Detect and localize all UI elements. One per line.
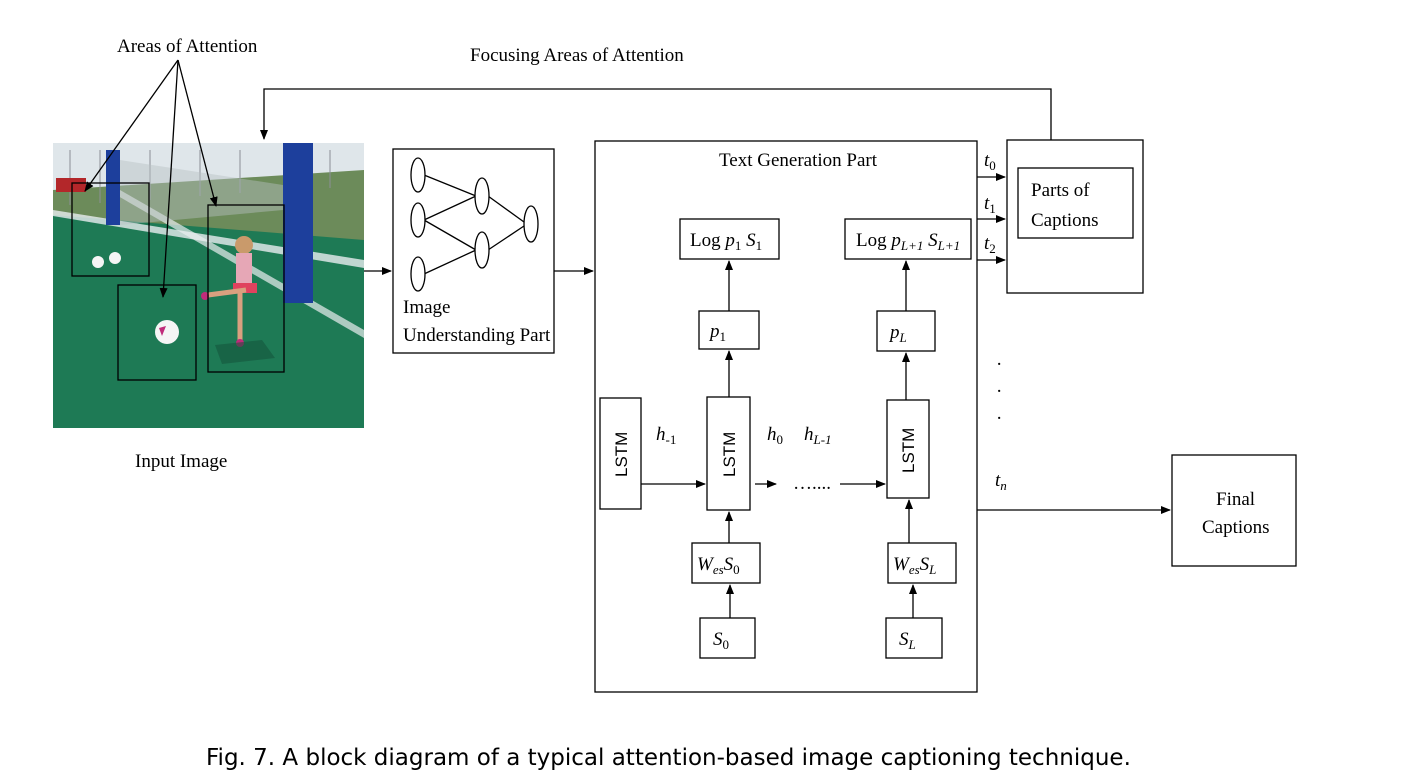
attention-box-3: [207, 204, 285, 373]
hl-minus1-text: hL-1: [804, 424, 832, 447]
pointer-arrow-2: [159, 59, 179, 298]
final-captions-label-1: Final: [1216, 489, 1255, 510]
image-understanding-label-2: Understanding Part: [403, 325, 551, 346]
goal-net: [120, 160, 283, 225]
ball-2: [109, 252, 121, 264]
goal-post-left: [106, 150, 120, 225]
parts-of-captions-label-2: Captions: [1031, 210, 1099, 231]
s0-box: [699, 617, 756, 659]
parked-car: [56, 178, 86, 192]
pl-box: [876, 310, 936, 352]
input-image-label: Input Image: [135, 451, 227, 472]
focusing-label: Focusing Areas of Attention: [470, 45, 684, 66]
s0-text: S0: [713, 629, 729, 652]
log-pl1-sl1-box: [844, 218, 972, 260]
wes-s0-box: [691, 542, 761, 584]
vertical-dot-1: ·: [996, 354, 1002, 375]
tn-text: tn: [995, 470, 1007, 493]
input-image-photo: [53, 143, 364, 428]
attention-box-2: [117, 284, 197, 381]
feedback-arrow: [260, 88, 1052, 140]
t2-text: t2: [984, 233, 996, 256]
vertical-dot-2: ·: [996, 381, 1002, 402]
ball-3-patch: [159, 326, 166, 336]
parts-of-captions-label-1: Parts of: [1031, 180, 1090, 201]
shadow: [215, 340, 275, 364]
sl-box: [885, 617, 943, 659]
pointer-arrow-3: [177, 59, 218, 207]
image-understanding-label-1: Image: [403, 297, 450, 318]
ball-1: [92, 256, 104, 268]
h0-text: h0: [767, 424, 783, 447]
lstm-initial-label: LSTM: [612, 432, 631, 477]
pointer-arrow-1: [84, 59, 179, 192]
ellipsis-dots: …....: [793, 473, 831, 494]
p1-text: p1: [708, 321, 726, 344]
vertical-dot-3: ·: [996, 408, 1002, 429]
text-generation-label: Text Generation Part: [719, 150, 878, 171]
final-captions-label-2: Captions: [1202, 517, 1270, 538]
log-pl1-sl1-text: Log pL+1 SL+1: [856, 230, 960, 253]
log-p1-s1-text: Log p1 S1: [690, 230, 762, 253]
figure-caption: Fig. 7. A block diagram of a typical att…: [206, 745, 1131, 771]
sl-text: SL: [899, 629, 916, 652]
t0-text: t0: [984, 150, 996, 173]
areas-of-attention-label: Areas of Attention: [117, 36, 258, 57]
lstm-1-label: LSTM: [720, 432, 739, 477]
lstm-l-label: LSTM: [899, 428, 918, 473]
neural-network-icon: [410, 157, 539, 292]
attention-box-1: [71, 182, 150, 277]
wes-sl-text: WesSL: [893, 554, 936, 577]
final-captions-box: [1171, 454, 1297, 567]
lstm-box-l: [886, 399, 930, 499]
wes-sl-box: [887, 542, 957, 584]
log-p1-s1-box: [679, 218, 780, 260]
child-figure: [201, 236, 257, 347]
t1-text: t1: [984, 193, 996, 216]
ball-3: [155, 320, 179, 344]
lstm-box-initial: [599, 397, 642, 510]
h-minus1-text: h-1: [656, 424, 676, 447]
p1-box: [698, 310, 760, 350]
goal-post-right: [283, 143, 313, 303]
fence-posts: [69, 150, 331, 205]
pl-text: pL: [888, 322, 907, 345]
parts-of-captions-inner-box: [1017, 167, 1134, 239]
lstm-box-1: [706, 396, 751, 511]
wes-s0-text: WesS0: [697, 554, 740, 577]
